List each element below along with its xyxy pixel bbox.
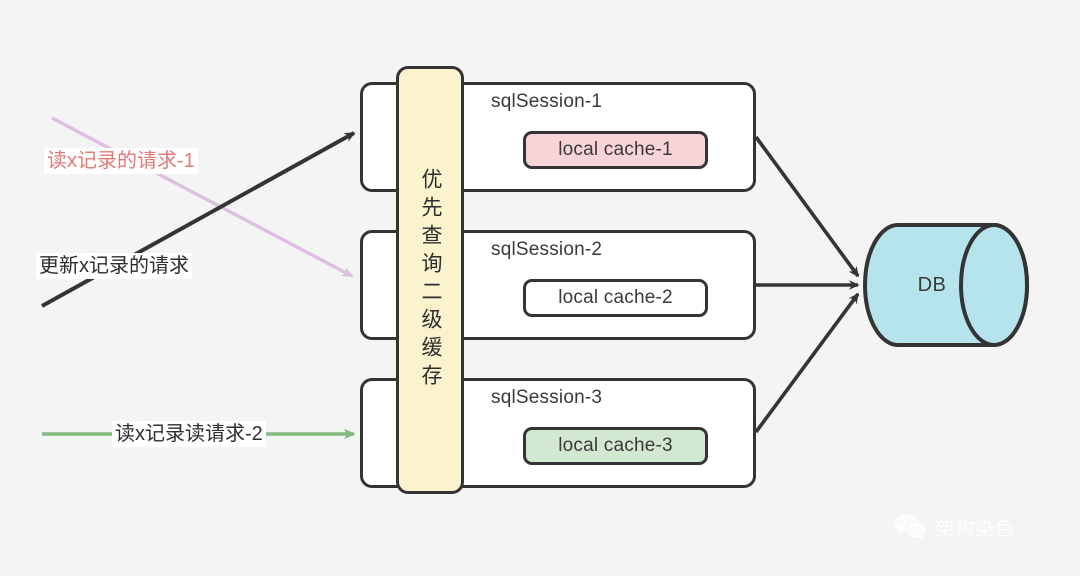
arrow-session-3-to-db xyxy=(754,292,860,434)
sqlsession-3-title: sqlSession-3 xyxy=(491,387,603,408)
sqlsession-1-title: sqlSession-1 xyxy=(491,91,603,112)
second-level-cache-bar[interactable]: 优先查询二级缓存 xyxy=(396,66,464,494)
local-cache-1-chip[interactable]: local cache-1 xyxy=(523,131,708,169)
watermark-text: 架构染色 xyxy=(935,518,1016,540)
sqlsession-2-title: sqlSession-2 xyxy=(491,239,603,260)
database-cylinder[interactable] xyxy=(862,222,1030,348)
update-request-label: 更新x记录的请求 xyxy=(36,253,192,279)
second-level-cache-label: 优先查询二级缓存 xyxy=(419,168,443,392)
local-cache-3-chip[interactable]: local cache-3 xyxy=(523,427,708,465)
database-label: DB xyxy=(917,273,947,296)
watermark: 架构染色 xyxy=(893,512,1015,542)
local-cache-2-chip[interactable]: local cache-2 xyxy=(523,279,708,317)
arrow-session-1-to-db xyxy=(754,135,860,278)
read-request-1-label: 读x记录的请求-1 xyxy=(44,148,198,174)
read-request-2-label: 读x记录读请求-2 xyxy=(112,421,266,447)
wechat-icon xyxy=(894,514,926,539)
